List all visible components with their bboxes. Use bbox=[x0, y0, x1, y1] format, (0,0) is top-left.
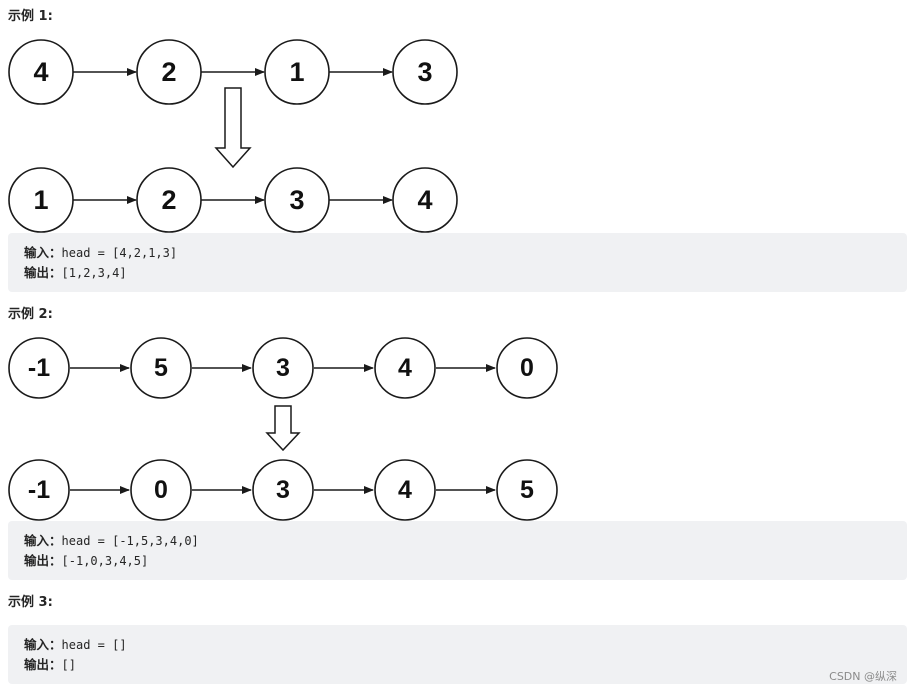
before-list: -1 5 3 4 0 bbox=[8, 337, 558, 399]
list-node bbox=[252, 337, 314, 399]
input-value: head = [4,2,1,3] bbox=[61, 246, 178, 260]
list-node bbox=[8, 167, 74, 233]
node-value: 2 bbox=[161, 57, 176, 87]
node-value: 0 bbox=[520, 354, 534, 382]
output-label: 输出： bbox=[24, 553, 62, 568]
list-node bbox=[130, 459, 192, 521]
example-2-diagram: -1 5 3 4 0 -1 0 3 4 5 bbox=[8, 337, 558, 521]
list-node bbox=[136, 167, 202, 233]
list-node bbox=[8, 459, 70, 521]
down-arrow-icon bbox=[214, 87, 252, 169]
node-value: 3 bbox=[417, 57, 432, 87]
list-node bbox=[136, 39, 202, 105]
list-node bbox=[264, 39, 330, 105]
node-value: 1 bbox=[33, 185, 48, 215]
node-value: 0 bbox=[154, 476, 168, 504]
input-value: head = [] bbox=[61, 638, 127, 652]
example-2-heading: 示例 2: bbox=[8, 307, 53, 322]
list-node bbox=[130, 337, 192, 399]
node-value: 2 bbox=[161, 185, 176, 215]
list-node bbox=[8, 337, 70, 399]
input-line: 输入：head = [] bbox=[24, 635, 891, 655]
example-1-code-block: 输入：head = [4,2,1,3] 输出：[1,2,3,4] bbox=[8, 233, 907, 292]
node-value: -1 bbox=[28, 476, 50, 504]
before-list: 4 2 1 3 bbox=[8, 39, 458, 105]
down-arrow-icon bbox=[265, 405, 301, 452]
input-value: head = [-1,5,3,4,0] bbox=[61, 534, 199, 548]
example-1-heading: 示例 1: bbox=[8, 9, 53, 24]
output-line: 输出：[1,2,3,4] bbox=[24, 263, 891, 283]
list-node bbox=[374, 459, 436, 521]
list-node bbox=[392, 167, 458, 233]
output-value: [] bbox=[61, 658, 76, 672]
list-node bbox=[264, 167, 330, 233]
node-value: 3 bbox=[276, 354, 290, 382]
output-value: [1,2,3,4] bbox=[61, 266, 127, 280]
input-line: 输入：head = [4,2,1,3] bbox=[24, 243, 891, 263]
input-label: 输入： bbox=[24, 245, 62, 260]
output-label: 输出： bbox=[24, 657, 62, 672]
node-value: 3 bbox=[289, 185, 304, 215]
list-node bbox=[374, 337, 436, 399]
node-value: 4 bbox=[417, 185, 432, 215]
list-node bbox=[392, 39, 458, 105]
after-list: 1 2 3 4 bbox=[8, 167, 458, 233]
output-label: 输出： bbox=[24, 265, 62, 280]
node-value: 3 bbox=[276, 476, 290, 504]
list-node bbox=[496, 459, 558, 521]
watermark: CSDN @纵深 bbox=[829, 670, 897, 683]
example-3-code-block: 输入：head = [] 输出：[] bbox=[8, 625, 907, 684]
example-3-heading: 示例 3: bbox=[8, 595, 53, 610]
output-line: 输出：[] bbox=[24, 655, 891, 675]
input-label: 输入： bbox=[24, 533, 62, 548]
output-line: 输出：[-1,0,3,4,5] bbox=[24, 551, 891, 571]
example-2-code-block: 输入：head = [-1,5,3,4,0] 输出：[-1,0,3,4,5] bbox=[8, 521, 907, 580]
example-1-diagram: 4 2 1 3 1 2 3 4 bbox=[8, 39, 458, 233]
after-list: -1 0 3 4 5 bbox=[8, 459, 558, 521]
list-node bbox=[8, 39, 74, 105]
list-node bbox=[496, 337, 558, 399]
node-value: 4 bbox=[398, 476, 412, 504]
node-value: 1 bbox=[289, 57, 304, 87]
node-value: 4 bbox=[33, 57, 48, 87]
node-value: -1 bbox=[28, 354, 50, 382]
node-value: 4 bbox=[398, 354, 412, 382]
node-value: 5 bbox=[154, 354, 168, 382]
output-value: [-1,0,3,4,5] bbox=[61, 554, 149, 568]
list-node bbox=[252, 459, 314, 521]
input-label: 输入： bbox=[24, 637, 62, 652]
node-value: 5 bbox=[520, 476, 534, 504]
input-line: 输入：head = [-1,5,3,4,0] bbox=[24, 531, 891, 551]
